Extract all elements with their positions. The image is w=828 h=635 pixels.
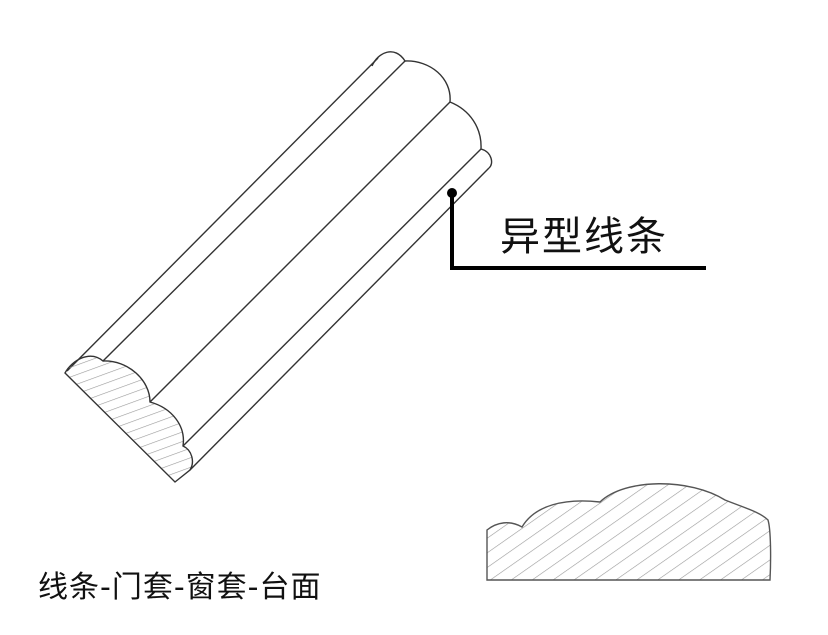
molding-label: 异型线条 [500, 214, 668, 260]
molding-3d-view [64, 51, 493, 483]
cross-section-front [64, 355, 194, 483]
profile-section [486, 483, 772, 581]
leader-line [447, 188, 706, 270]
caption: 线条-门套-窗套-台面 [38, 570, 322, 605]
